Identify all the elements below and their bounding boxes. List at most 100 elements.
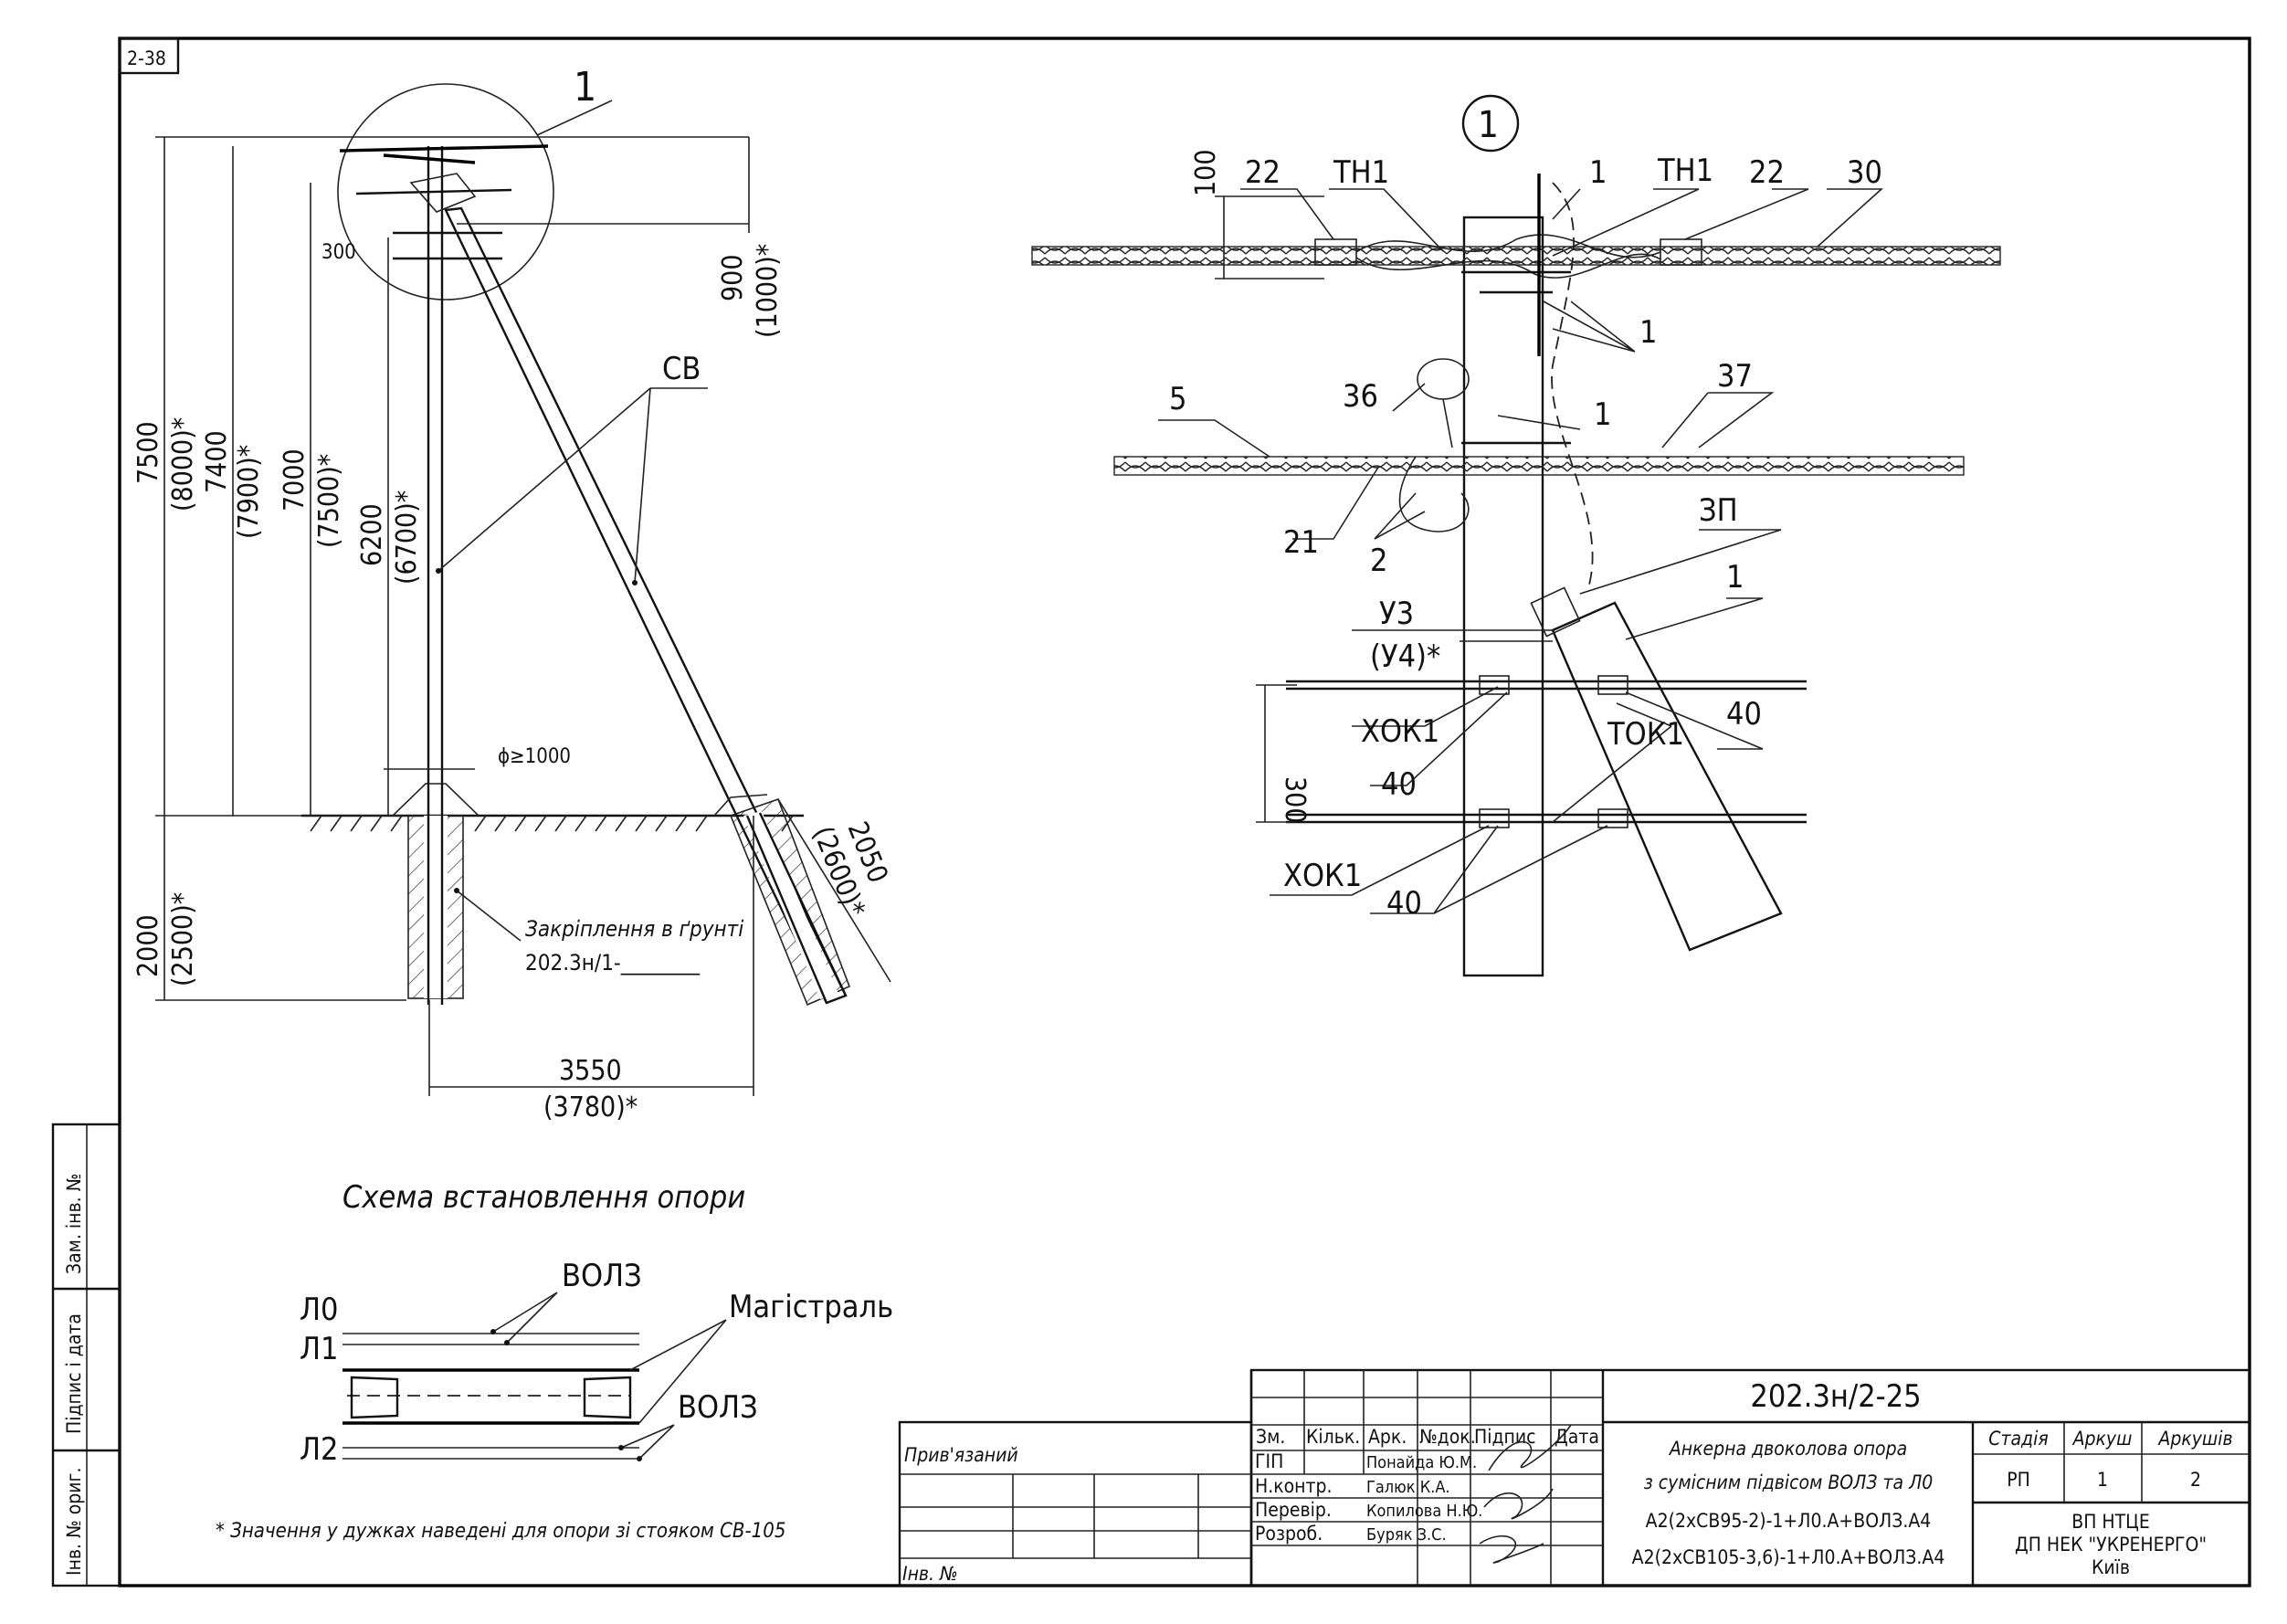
label-zp: ЗП [1699,492,1738,529]
top-crossarm [339,144,549,164]
scheme-main: Магістраль [729,1289,893,1325]
anchoring-ref: 202.3н/1-________ [525,950,701,975]
side-stamp: Інв. № ориг. Підпис і дата Зам. інв. № [51,1123,121,1587]
label-tok1: ТОК1 [1607,716,1684,753]
label-37: 37 [1717,358,1753,395]
tb-sheets-label: Аркушів [2157,1428,2232,1450]
label-40b: 40 [1726,696,1762,733]
pole-installation-view: 1 [132,64,894,1123]
label-1d: 1 [1726,559,1744,596]
label-u4: (У4)* [1370,638,1440,675]
label-1c: 1 [1594,396,1611,433]
label-th1b: ТН1 [1657,153,1713,189]
dim-3550: 3550 [559,1055,622,1087]
ground-hatching [310,815,794,832]
tb-header-2: Арк. [1368,1426,1407,1448]
tb-desc-2: А2(2хСВ95-2)-1+Л0.А+ВОЛЗ.А4 [1646,1510,1932,1532]
label-1b: 1 [1639,314,1657,351]
height-dimensions [155,136,891,1096]
label-40c: 40 [1386,885,1422,922]
tb-name-3: Буряк З.С. [1366,1525,1447,1545]
tb-desc-3: А2(2хСВ105-3,6)-1+Л0.А+ВОЛЗ.А4 [1632,1546,1945,1568]
dim-phi: ϕ≥1000 [498,745,571,768]
dim-7900: (7900)* [233,445,265,539]
label-1a: 1 [1589,154,1607,191]
dim-6700: (6700)* [391,490,423,585]
detail-main-pole [1462,216,1544,977]
dim-7500: 7500 [132,421,164,484]
detail-number-circle [1461,94,1520,153]
tb-org-1: ДП НЕК "УКРЕНЕРГО" [2015,1534,2207,1555]
scheme-lo: Л0 [300,1292,338,1328]
label-xok1a: ХОК1 [1361,713,1439,750]
signature-3 [1479,1534,1544,1564]
detail-strut [1551,601,1783,952]
dim-7500b: (7500)* [313,454,345,548]
tb-role-3: Розроб. [1255,1523,1323,1545]
detail-dim-100: 100 [1190,149,1222,196]
tb-header-4: Підпис [1474,1426,1536,1448]
dim-3780: (3780)* [543,1091,638,1123]
label-th1a: ТН1 [1333,154,1389,191]
scheme-l1: Л1 [300,1331,338,1367]
tb-name-0: Понайда Ю.М. [1366,1453,1477,1472]
scheme-right-anchor [583,1376,632,1419]
footnote: * Значення у дужках наведені для опори з… [216,1520,785,1543]
label-40a: 40 [1381,766,1417,803]
insulator-36 [1417,358,1470,400]
label-2: 2 [1370,543,1387,579]
tb-name-2: Копилова Н.Ю. [1366,1502,1482,1521]
dim-300: 300 [321,241,356,264]
tb-header-3: №док. [1419,1426,1476,1448]
label-30: 30 [1847,154,1882,191]
tb-desc-0: Анкерна двоколова опора [1669,1438,1907,1460]
dim-8000: (8000)* [167,417,199,511]
tb-attached: Прив'язаний [904,1444,1018,1466]
label-xok1b: ХОК1 [1283,858,1362,894]
signature-1 [1488,1424,1572,1471]
tb-org-2: Київ [2092,1556,2130,1578]
tb-stage: РП [2007,1469,2030,1491]
detail-view: 1 [1031,94,2001,977]
detail-callout-number: 1 [574,64,596,111]
dim-2000: 2000 [132,914,164,977]
side-inv-orig: Інв. № ориг. [63,1468,85,1576]
scheme-left-anchor [350,1376,399,1419]
detail-circle [337,83,554,301]
middle-conductor [1113,456,1965,476]
tb-sheets: 2 [2190,1469,2201,1491]
installation-scheme: Схема встановлення опори Л0 Л1 Л2 ВОЛЗ М… [300,1179,893,1468]
cable-route [1551,182,1594,585]
label-u3: У3 [1379,596,1414,632]
label-22a: 22 [1245,154,1281,191]
corner-code: 2-38 [127,47,166,69]
tb-role-2: Перевір. [1255,1499,1332,1521]
lower-wires [1286,675,1807,828]
dim-1000: (1000)* [752,244,784,338]
title-block: Прив'язаний Інв. № Зм. Кільк. Арк. №док.… [898,1368,2251,1587]
dim-7000: 7000 [279,448,311,511]
tb-inv-no: Інв. № [902,1563,958,1585]
dim-900: 900 [717,254,749,301]
tb-header-1: Кільк. [1306,1426,1360,1448]
sheet-frame: 2-38 [118,37,2251,1587]
tb-name-1: Галюк К.А. [1366,1478,1450,1497]
tb-role-1: Н.контр. [1255,1475,1333,1497]
label-leaders [1158,188,1884,914]
scheme-volz-top: ВОЛЗ [562,1258,642,1294]
dim-7400: 7400 [201,430,233,493]
scheme-l2: Л2 [300,1431,338,1468]
detail-number: 1 [1478,104,1499,146]
scheme-title: Схема встановлення опори [343,1179,745,1216]
anchoring-label: Закріплення в ґрунті [525,916,743,942]
label-5: 5 [1169,381,1186,417]
label-21: 21 [1283,524,1319,561]
top-conductor [1031,246,2001,266]
dim-6200: 6200 [356,503,388,566]
tb-role-0: ГІП [1255,1450,1283,1472]
tb-stage-label: Стадія [1988,1428,2048,1450]
dim-2500: (2500)* [167,892,199,986]
tb-header-0: Зм. [1256,1426,1285,1448]
signature-2 [1483,1488,1554,1520]
